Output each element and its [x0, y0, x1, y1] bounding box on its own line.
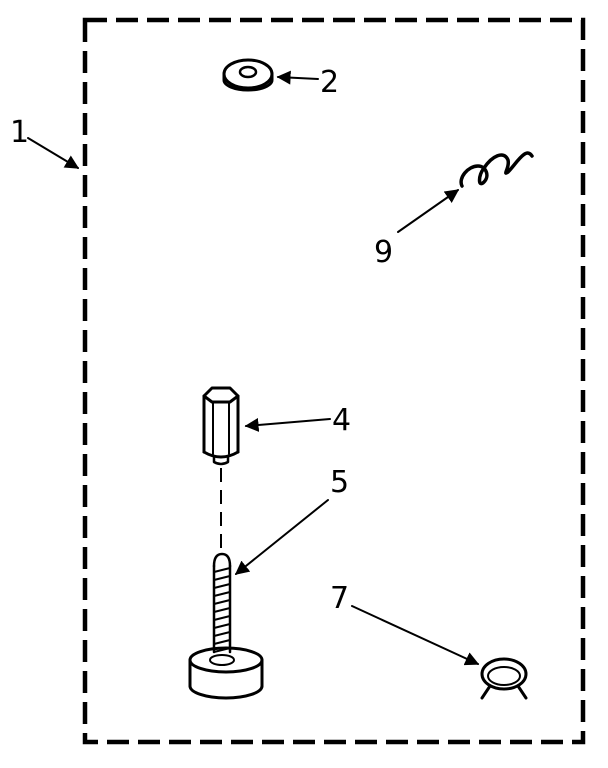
bolt-part	[188, 552, 264, 700]
arrow-kit	[27, 137, 80, 169]
standoff-part	[202, 386, 240, 466]
washer-part	[222, 58, 274, 92]
arrow-standoff	[244, 417, 331, 432]
label-kit: 1	[10, 115, 29, 150]
clamp-part	[459, 151, 534, 188]
label-clip: 7	[330, 581, 349, 616]
label-washer: 2	[320, 65, 339, 100]
arrow-clamp	[397, 189, 460, 233]
kit-boundary	[82, 17, 586, 745]
clip-part	[480, 657, 528, 700]
arrow-washer	[276, 70, 319, 85]
arrow-clip	[351, 605, 480, 666]
label-bolt: 5	[330, 465, 349, 500]
label-clamp: 9	[374, 235, 393, 270]
arrow-bolt	[234, 499, 329, 575]
label-standoff: 4	[332, 403, 351, 438]
